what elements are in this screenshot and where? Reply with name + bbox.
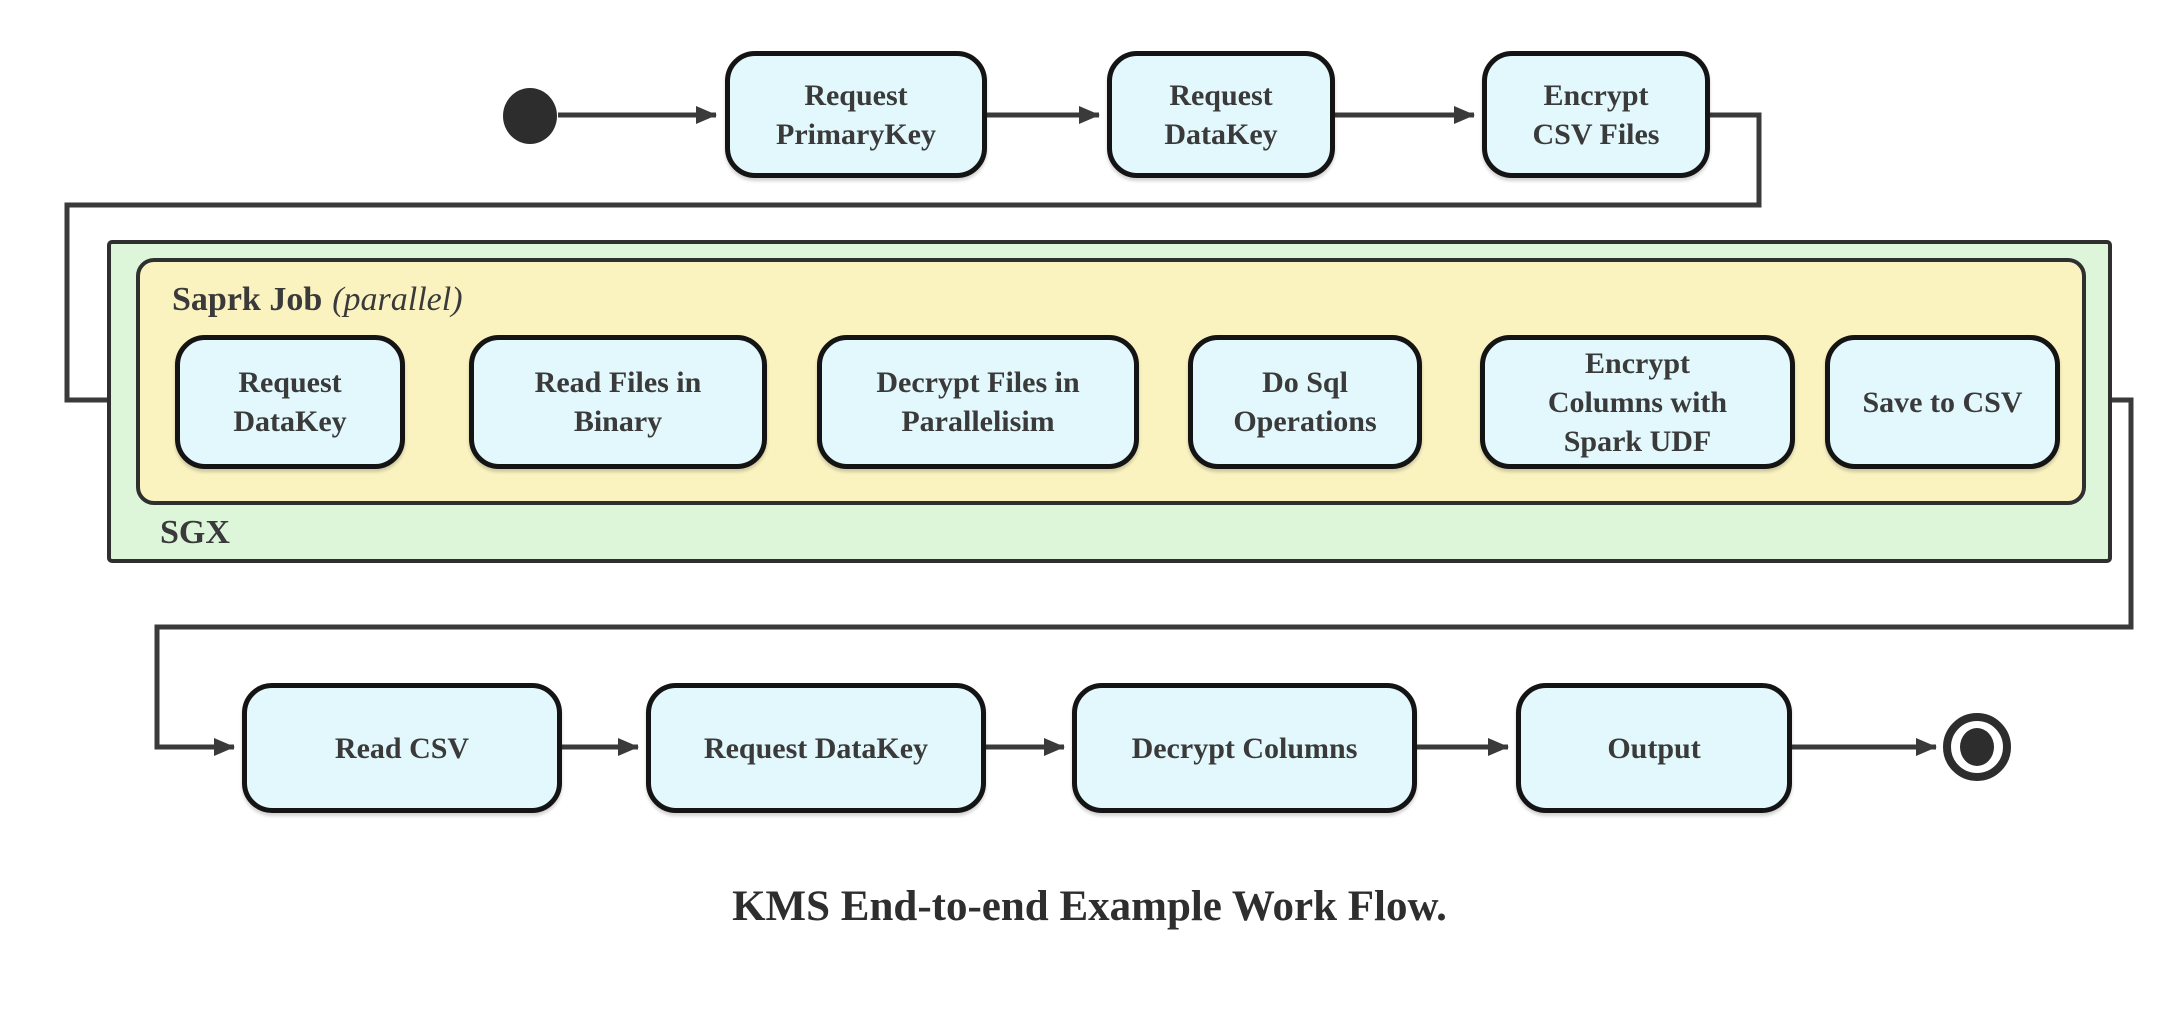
spark-job-parallel-modifier: (parallel) (332, 281, 463, 318)
node-encrypt-csv-files: Encrypt CSV Files (1482, 51, 1710, 178)
node-request-primarykey: Request PrimaryKey (725, 51, 987, 178)
arrow-save-csv-to-read-csv (154, 397, 2134, 756)
diagram-title: KMS End-to-end Example Work Flow. (732, 883, 1447, 930)
final-state-inner-dot (1960, 728, 1994, 766)
node-save-to-csv: Save to CSV (1825, 335, 2060, 469)
node-request-datakey-sgx: Request DataKey (175, 335, 405, 469)
start-state-icon (503, 88, 557, 144)
node-request-datakey-bottom: Request DataKey (646, 683, 986, 813)
node-encrypt-columns-with-spark-udf: Encrypt Columns with Spark UDF (1480, 335, 1795, 469)
node-output: Output (1516, 683, 1792, 813)
node-do-sql-operations: Do Sql Operations (1188, 335, 1422, 469)
spark-job-label: Saprk Job(parallel) (172, 281, 463, 319)
final-state-icon (1943, 713, 2011, 781)
node-read-csv: Read CSV (242, 683, 562, 813)
node-request-datakey-top: Request DataKey (1107, 51, 1335, 178)
sgx-label: SGX (160, 514, 230, 551)
arrow-encrypt-csv-to-sgx-request-datakey (64, 112, 1762, 409)
node-decrypt-files-in-parallelisim: Decrypt Files in Parallelisim (817, 335, 1139, 469)
node-decrypt-columns: Decrypt Columns (1072, 683, 1417, 813)
node-read-files-in-binary: Read Files in Binary (469, 335, 767, 469)
spark-job-label-text: Saprk Job (172, 281, 323, 318)
